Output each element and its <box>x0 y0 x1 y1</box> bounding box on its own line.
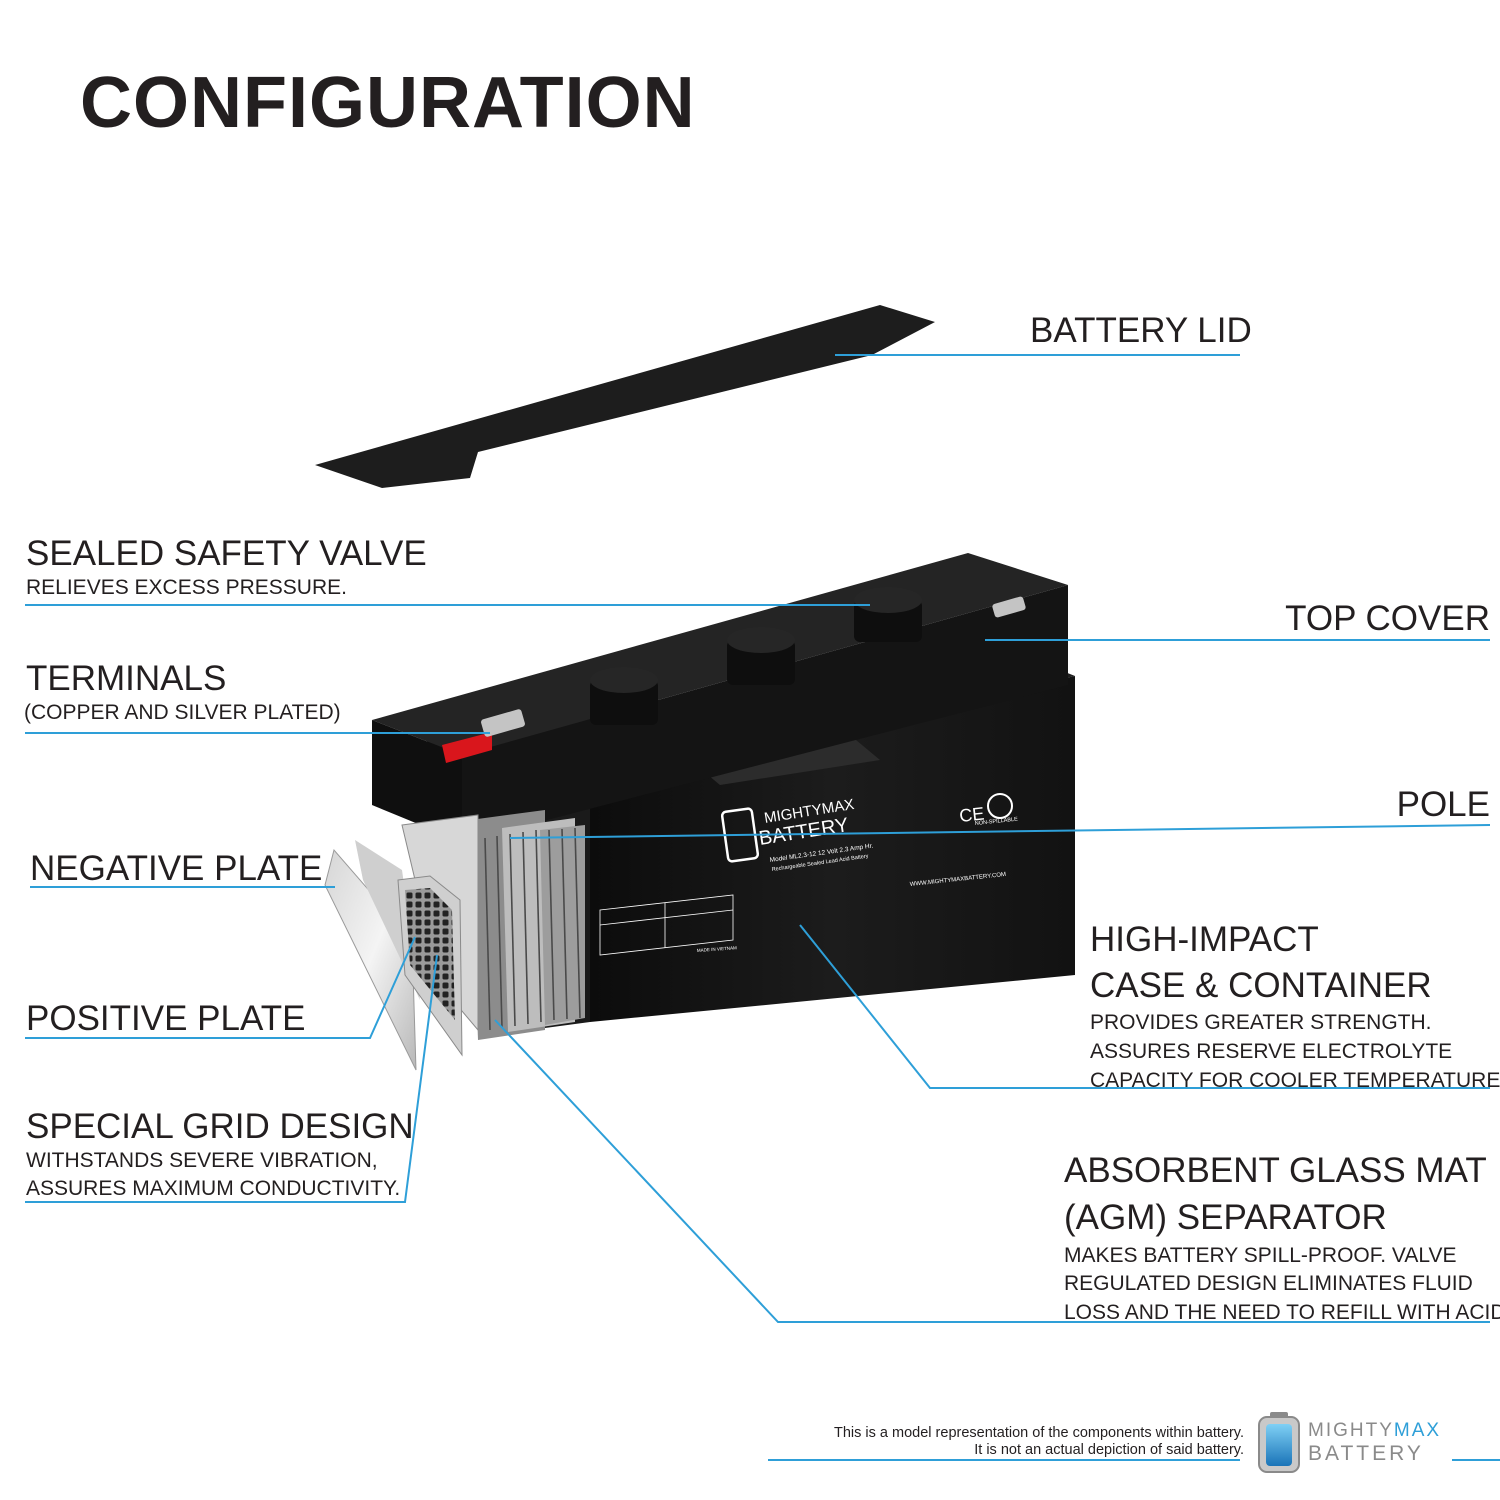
valve-caps <box>590 587 922 725</box>
label-battery-lid: BATTERY LID <box>1030 311 1252 350</box>
desc-grid-design-2: ASSURES MAXIMUM CONDUCTIVITY. <box>26 1177 401 1201</box>
leader-grid-design <box>25 954 438 1203</box>
label-negative-plate: NEGATIVE PLATE <box>30 849 323 888</box>
callout-grid-design: SPECIAL GRID DESIGN WITHSTANDS SEVERE VI… <box>26 1107 414 1204</box>
terminal-red <box>442 732 492 763</box>
footer-logo: MIGHTYMAX BATTERY <box>1256 1410 1456 1474</box>
label-case-2: CASE & CONTAINER <box>1090 966 1432 1006</box>
disclaimer-line-2: It is not an actual depiction of said ba… <box>974 1442 1244 1459</box>
ce-mark: CE <box>958 803 985 826</box>
desc-agm-2: REGULATED DESIGN ELIMINATES FLUID <box>1064 1272 1473 1296</box>
logo-word-battery: BATTERY <box>1308 1442 1424 1465</box>
battery-lid <box>315 305 935 488</box>
desc-safety-valve: RELIEVES EXCESS PRESSURE. <box>26 575 347 599</box>
leader-pole <box>509 824 1491 839</box>
label-grid-design: SPECIAL GRID DESIGN <box>26 1107 414 1146</box>
label-terminals: TERMINALS <box>26 659 227 698</box>
top-cover-front <box>462 585 1068 842</box>
logo-word-mighty: MIGHTY <box>1308 1420 1394 1441</box>
leader-agm <box>494 1019 1490 1323</box>
label-top-cover: TOP COVER <box>1285 599 1490 638</box>
logo-wordmark-top: MIGHTYMAX <box>1308 1420 1441 1442</box>
desc-grid-design-1: WITHSTANDS SEVERE VIBRATION, <box>26 1148 378 1172</box>
leader-case <box>799 924 1490 1089</box>
leader-positive-plate <box>25 936 416 1039</box>
label-case-1: HIGH-IMPACT <box>1090 920 1319 959</box>
label-safety-valve: SEALED SAFETY VALVE <box>26 534 427 573</box>
desc-case-3: CAPACITY FOR COOLER TEMPERATURES. <box>1090 1069 1500 1093</box>
label-pole: POLE <box>1396 785 1490 824</box>
label-agm-2: (AGM) SEPARATOR <box>1064 1198 1387 1238</box>
callout-agm: ABSORBENT GLASS MAT (AGM) SEPARATOR MAKE… <box>1064 1147 1500 1328</box>
disclaimer-line-1: This is a model representation of the co… <box>834 1425 1244 1441</box>
desc-terminals: (COPPER AND SILVER PLATED) <box>24 700 341 724</box>
non-spillable-mark: NON-SPILLABLE <box>975 816 1019 827</box>
desc-case-1: PROVIDES GREATER STRENGTH. <box>1090 1011 1432 1035</box>
made-in-label: MADE IN VIETNAM <box>697 945 738 953</box>
callout-safety-valve: SEALED SAFETY VALVE RELIEVES EXCESS PRES… <box>26 534 427 602</box>
callout-case: HIGH-IMPACT CASE & CONTAINER PROVIDES GR… <box>1090 917 1500 1096</box>
page-title: CONFIGURATION <box>80 63 696 143</box>
callout-terminals: TERMINALS (COPPER AND SILVER PLATED) <box>24 659 341 727</box>
label-agm-1: ABSORBENT GLASS MAT <box>1064 1151 1487 1190</box>
desc-agm-1: MAKES BATTERY SPILL-PROOF. VALVE <box>1064 1243 1457 1267</box>
desc-case-2: ASSURES RESERVE ELECTROLYTE <box>1090 1040 1453 1064</box>
battery-logo-icon <box>1258 1412 1300 1473</box>
plate-stack <box>401 810 585 1040</box>
desc-agm-3: LOSS AND THE NEED TO REFILL WITH ACID. <box>1064 1301 1500 1325</box>
logo-word-max: MAX <box>1393 1420 1442 1441</box>
top-cover-end <box>372 720 462 842</box>
label-positive-plate: POSITIVE PLATE <box>26 999 306 1038</box>
disclaimer: This is a model representation of the co… <box>834 1425 1244 1460</box>
